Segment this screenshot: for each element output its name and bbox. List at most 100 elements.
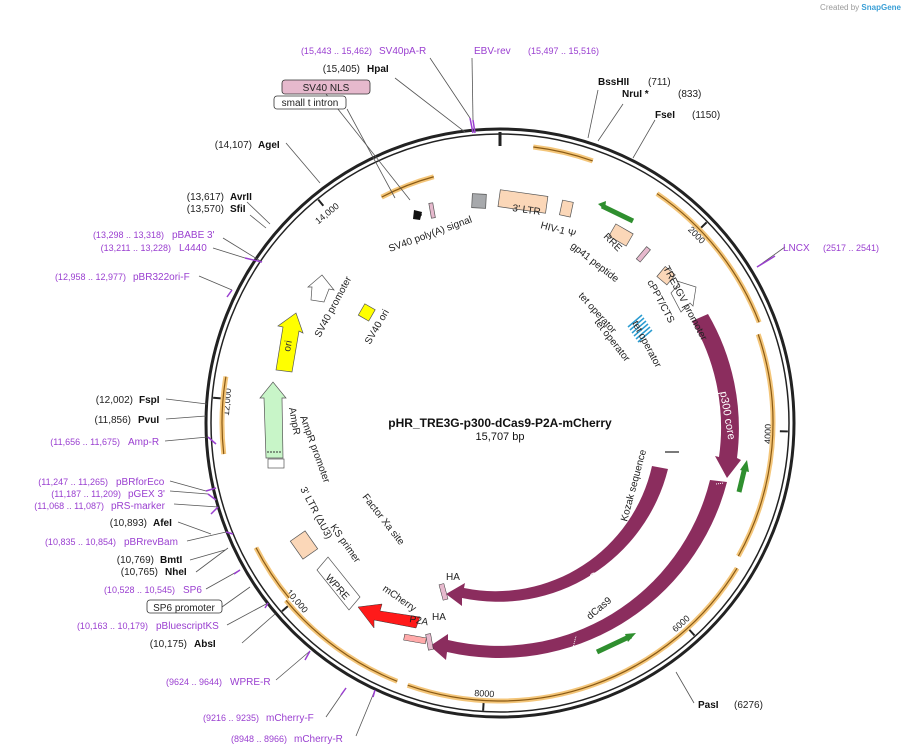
feature-dcas9[interactable] [430, 480, 727, 660]
enzyme-bsshii[interactable]: BssHII (711) [598, 77, 671, 88]
enzyme-pos: (6276) [734, 700, 763, 711]
enzyme-hpai[interactable]: (15,405) HpaI [323, 64, 389, 75]
primer-pos: (10,163 .. 10,179) [77, 621, 148, 631]
primer-name: pBluescriptKS [156, 621, 219, 632]
feature-p300-core[interactable]: p300 core [692, 314, 741, 478]
enzyme-fspi[interactable]: (12,002) FspI [96, 395, 160, 406]
primer-sp6[interactable]: (10,528 .. 10,545) SP6 [104, 585, 202, 596]
backbone-outer-ring [204, 127, 796, 719]
primer-lncx[interactable]: LNCX (2517 .. 2541) [783, 243, 879, 254]
plasmid-length: 15,707 bp [476, 431, 525, 443]
feature-gp41[interactable] [635, 246, 651, 263]
primer-name: SP6 [183, 585, 202, 596]
feature-rre[interactable] [608, 223, 634, 247]
primer-name: WPRE-R [230, 677, 271, 688]
primer-markers [205, 117, 776, 698]
feature-wpre[interactable] [316, 556, 361, 611]
primer-pos: (15,497 .. 15,516) [528, 46, 599, 56]
primer-name: mCherry-F [266, 713, 314, 724]
primer-name: mCherry-R [294, 734, 343, 745]
feature-ampr-promoter[interactable] [267, 458, 285, 469]
primer-mcherry-f[interactable]: (9216 .. 9235) mCherry-F [203, 713, 314, 724]
enzyme-sfii[interactable]: (13,570) SfiI [187, 204, 246, 215]
primer-pbrrevbam[interactable]: (10,835 .. 10,854) pBRrevBam [45, 537, 178, 548]
ha-label-2: HA [432, 612, 446, 623]
feature-ampr[interactable] [259, 381, 287, 459]
primer-pbr322ori-f[interactable]: (12,958 .. 12,977) pBR322ori-F [55, 272, 190, 283]
primer-prs-marker[interactable]: (11,068 .. 11,087) pRS-marker [34, 501, 165, 512]
boxed-label-sp6-promoter[interactable]: SP6 promoter [146, 599, 223, 614]
feature-sv40-promoter[interactable] [307, 274, 335, 303]
primer-sv40pa-r[interactable]: (15,443 .. 15,462) SV40pA-R [301, 46, 426, 57]
enzyme-afei[interactable]: (10,893) AfeI [110, 518, 172, 529]
primer-wpre-r[interactable]: (9624 .. 9644) WPRE-R [166, 677, 271, 688]
enzyme-name: PasI [698, 700, 719, 711]
tick-mark [213, 396, 222, 400]
primer-pgex-3[interactable]: (11,187 .. 11,209) pGEX 3' [51, 489, 165, 500]
enzyme-name: AvrII [230, 192, 252, 203]
orf-arc-core [656, 193, 760, 323]
tick-mark [700, 221, 708, 229]
orf-arc [532, 144, 594, 164]
feature-sv40-nls[interactable] [428, 202, 436, 219]
small-green-arrows [595, 201, 749, 655]
feature-mcherry[interactable] [357, 603, 421, 629]
primer-l4440[interactable]: (13,211 .. 13,228) L4440 [101, 243, 208, 254]
primer-ebv-rev[interactable]: EBV-rev (15,497 .. 15,516) [474, 46, 599, 57]
feature-small-t-intron[interactable] [413, 210, 422, 220]
primer-name: EBV-rev [474, 46, 511, 57]
ks-primer-label: KS primer [328, 522, 363, 565]
enzyme-pos: (11,856) [94, 415, 131, 426]
enzyme-nhei[interactable]: (10,765) NheI [121, 567, 187, 578]
enzyme-pos: (10,893) [110, 518, 147, 529]
primer-pbrforeco[interactable]: (11,247 .. 11,265) pBRforEco [38, 477, 165, 488]
primer-labels: (15,443 .. 15,462) SV40pA-R EBV-rev (15,… [34, 46, 879, 745]
enzyme-bmti[interactable]: (10,769) BmtI [117, 555, 183, 566]
feature-cppt[interactable] [656, 266, 676, 286]
credit-prefix: Created by [820, 3, 860, 12]
feature-sv40-ori[interactable] [357, 303, 376, 322]
enzyme-avrii[interactable]: (13,617) AvrII [187, 192, 252, 203]
ampr-promoter-label: AmpR promoter [297, 414, 332, 485]
enzyme-pos: (10,769) [117, 555, 154, 566]
boxed-label-sv40-nls[interactable]: SV40 NLS [281, 79, 371, 95]
enzyme-agei[interactable]: (14,107) AgeI [215, 140, 280, 151]
feature-ori[interactable]: ori [275, 312, 304, 373]
enzyme-fsei[interactable]: FseI (1150) [655, 110, 720, 121]
feature-ha-1[interactable] [438, 583, 449, 601]
enzyme-pos: (833) [678, 89, 701, 100]
enzyme-nrui[interactable]: NruI * (833) [622, 89, 701, 100]
p2a-label: P2A [408, 614, 429, 628]
primer-mcherry-r[interactable]: (8948 .. 8966) mCherry-R [231, 734, 343, 745]
orf-arc-core [221, 376, 227, 455]
feature-sv40-polya[interactable] [471, 193, 487, 209]
primer-pos: (13,298 .. 13,318) [93, 230, 164, 240]
ampr-label: AmpR [286, 407, 302, 436]
boxed-label-small-t-intron[interactable]: small t intron [273, 95, 347, 110]
orf-arc [253, 546, 291, 600]
feature-hiv1-psi[interactable] [559, 199, 574, 218]
feature-p2a[interactable] [403, 633, 427, 645]
primer-pbluescriptks[interactable]: (10,163 .. 10,179) pBluescriptKS [77, 621, 219, 632]
feature-3ltr-du3[interactable] [289, 530, 319, 560]
primer-pbabe-3[interactable]: (13,298 .. 13,318) pBABE 3' [93, 230, 215, 241]
feature-tre3gv-promoter[interactable] [670, 280, 697, 313]
enzyme-name: PvuI [138, 415, 159, 426]
mcherry-label: mCherry [380, 583, 418, 614]
enzyme-pos: (10,175) [150, 639, 187, 650]
enzyme-pos: (12,002) [96, 395, 133, 406]
primer-pos: (11,068 .. 11,087) [34, 501, 104, 511]
boxed-label-text: SP6 promoter [153, 603, 215, 614]
primer-pos: (11,247 .. 11,265) [38, 477, 108, 487]
enzyme-absi[interactable]: (10,175) AbsI [150, 639, 216, 650]
tick-label: 8000 [474, 688, 495, 699]
primer-amp-r[interactable]: (11,656 .. 11,675) Amp-R [50, 437, 159, 448]
feature-ha-2[interactable] [425, 633, 434, 651]
feature-tet-operators[interactable] [627, 314, 653, 343]
boxed-label-text: small t intron [282, 98, 339, 109]
enzyme-pvui[interactable]: (11,856) PvuI [94, 415, 159, 426]
enzyme-pos: (711) [648, 77, 671, 88]
feature-3ltr[interactable] [497, 189, 549, 214]
enzyme-pasi[interactable]: PasI (6276) [698, 700, 763, 711]
tick-mark [688, 628, 696, 637]
